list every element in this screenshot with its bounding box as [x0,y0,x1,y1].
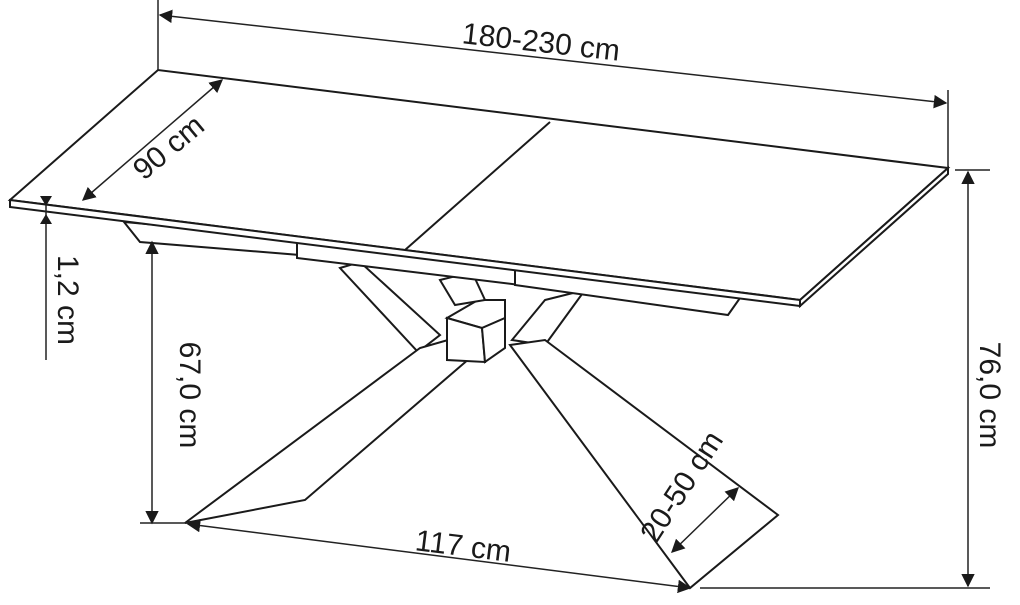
dimension-underframe-height: 67,0 cm [140,240,206,525]
top-thickness-label: 1,2 cm [51,255,84,345]
table-top [7,68,951,309]
dimension-base-span: 117 cm [186,518,692,594]
base-span-label: 117 cm [413,524,512,568]
underframe-height-label: 67,0 cm [173,342,206,449]
dimension-total-height: 76,0 cm [700,169,1006,589]
total-height-label: 76,0 cm [973,342,1006,449]
dimension-top-thickness: 1,2 cm [40,196,84,360]
length-label: 180-230 cm [460,17,621,67]
